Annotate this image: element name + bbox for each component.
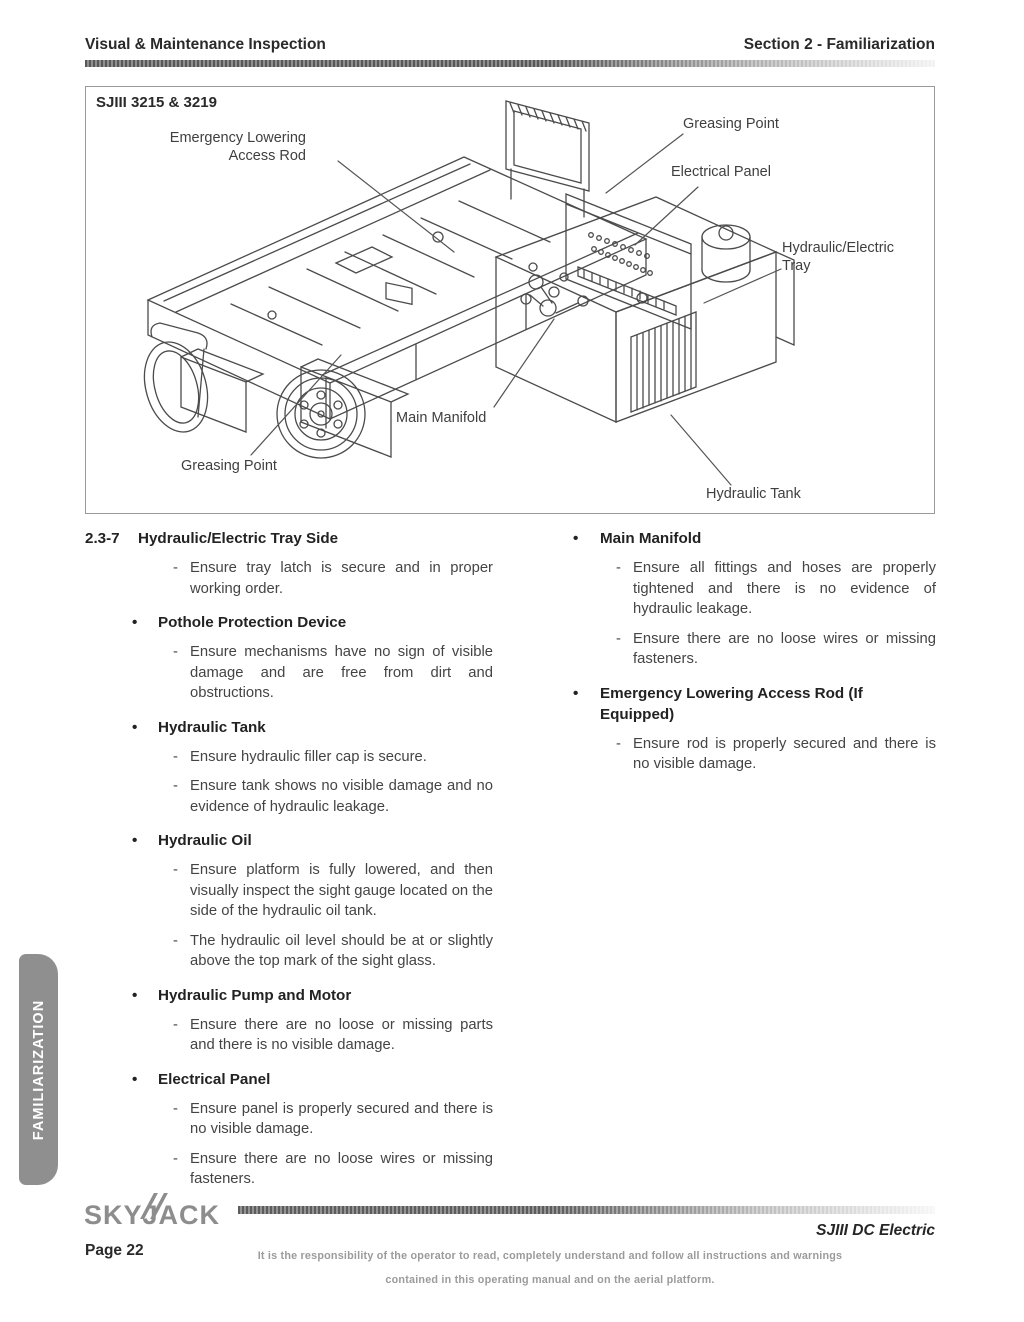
label-hydraulic-tank: Hydraulic Tank — [706, 486, 801, 502]
section-title: Emergency Lowering Access Rod (If Equipp… — [600, 684, 863, 723]
right-column: Main Manifold Ensure all fittings and ho… — [555, 528, 937, 788]
inspection-item: Ensure rod is properly secured and there… — [555, 734, 937, 775]
label-main-manifold: Main Manifold — [396, 410, 487, 426]
inspection-item: Ensure tank shows no visible damage and … — [85, 776, 547, 817]
item-text: Ensure there are no loose wires or missi… — [633, 630, 936, 668]
section-main-manifold: Main Manifold Ensure all fittings and ho… — [555, 528, 937, 670]
dash-marker — [616, 629, 633, 670]
item-text: Ensure tray latch is secure and in prope… — [190, 560, 493, 597]
header-right-title: Section 2 - Familiarization — [743, 36, 935, 53]
model-name: SJIII DC Electric — [816, 1222, 935, 1239]
inspection-item: Ensure mechanisms have no sign of visibl… — [85, 642, 547, 704]
label-electrical-panel: Electrical Panel — [671, 164, 771, 180]
item-text: Ensure there are no loose or missing par… — [190, 1016, 493, 1054]
section-title: Electrical Panel — [158, 1070, 271, 1088]
item-text: Ensure platform is fully lowered, and th… — [190, 862, 493, 919]
item-text: Ensure hydraulic filler cap is secure. — [190, 748, 427, 765]
section-number: 2.3-7 — [85, 530, 120, 547]
label-greasing-point-bottom: Greasing Point — [181, 458, 277, 474]
label-emergency-lowering-access-rod: Emergency Lowering Access Rod — [169, 130, 306, 164]
disclaimer-line-2: contained in this operating manual and o… — [385, 1274, 715, 1286]
scissor-lift-illustration — [143, 100, 795, 486]
item-text: The hydraulic oil level should be at or … — [190, 932, 493, 970]
inspection-item: Ensure tray latch is secure and in prope… — [85, 558, 547, 599]
dash-marker — [616, 558, 633, 620]
familiarization-tab-label: FAMILIARIZATION — [30, 999, 47, 1140]
bullet-marker — [132, 612, 158, 633]
bullet-marker — [132, 830, 158, 851]
page-number: Page 22 — [85, 1242, 144, 1259]
inspection-item: Ensure there are no loose wires or missi… — [85, 1149, 547, 1190]
familiarization-tab: FAMILIARIZATION — [19, 954, 58, 1185]
section-title: Pothole Protection Device — [158, 614, 347, 631]
label-greasing-point-top: Greasing Point — [683, 116, 779, 132]
inspection-item: Ensure platform is fully lowered, and th… — [85, 860, 547, 922]
dash-marker — [616, 734, 633, 775]
figure-box: SJIII 3215 & 3219 Emergency Lowering Acc… — [85, 86, 935, 514]
dash-marker — [173, 860, 190, 922]
section-electrical-panel: Electrical Panel Ensure panel is properl… — [85, 1069, 547, 1190]
header-rule — [85, 60, 935, 67]
footer-rule — [238, 1206, 935, 1214]
section-title: Hydraulic Pump and Motor — [158, 986, 352, 1004]
inspection-item: The hydraulic oil level should be at or … — [85, 931, 547, 972]
section-pothole-protection-device: Pothole Protection Device Ensure mechani… — [85, 612, 547, 704]
bullet-marker — [132, 717, 158, 738]
section-hydraulic-electric-tray-side: 2.3-7 Hydraulic/Electric Tray Side Ensur… — [85, 528, 547, 599]
item-text: Ensure all fittings and hoses are proper… — [633, 560, 936, 617]
item-text: Ensure rod is properly secured and there… — [633, 735, 936, 773]
item-text: Ensure there are no loose wires or missi… — [190, 1150, 493, 1188]
figure-title: SJIII 3215 & 3219 — [96, 94, 217, 111]
section-title: Main Manifold — [600, 530, 702, 547]
dash-marker — [173, 1015, 190, 1056]
item-text: Ensure mechanisms have no sign of visibl… — [190, 644, 493, 701]
inspection-item: Ensure hydraulic filler cap is secure. — [85, 747, 547, 768]
bullet-marker — [132, 1069, 158, 1090]
dash-marker — [173, 642, 190, 704]
left-column: 2.3-7 Hydraulic/Electric Tray Side Ensur… — [85, 528, 547, 1203]
item-text: Ensure tank shows no visible damage and … — [190, 778, 493, 815]
dash-marker — [173, 1149, 190, 1190]
item-text: Ensure panel is properly secured and the… — [190, 1100, 493, 1138]
dash-marker — [173, 558, 190, 599]
section-hydraulic-tank: Hydraulic Tank Ensure hydraulic filler c… — [85, 717, 547, 818]
bullet-marker — [132, 985, 158, 1006]
bullet-marker — [573, 683, 600, 725]
section-title: Hydraulic/Electric Tray Side — [138, 530, 339, 547]
section-emergency-lowering-access-rod: Emergency Lowering Access Rod (If Equipp… — [555, 683, 937, 775]
header-left-title: Visual & Maintenance Inspection — [85, 36, 326, 53]
dash-marker — [173, 776, 190, 817]
inspection-item: Ensure panel is properly secured and the… — [85, 1099, 547, 1140]
section-hydraulic-oil: Hydraulic Oil Ensure platform is fully l… — [85, 830, 547, 972]
inspection-item: Ensure there are no loose wires or missi… — [555, 629, 937, 670]
dash-marker — [173, 747, 190, 768]
bullet-marker — [573, 528, 600, 549]
label-hydraulic-electric-tray: Hydraulic/Electric Tray — [782, 240, 894, 274]
section-title: Hydraulic Tank — [158, 718, 266, 736]
section-hydraulic-pump-and-motor: Hydraulic Pump and Motor Ensure there ar… — [85, 985, 547, 1056]
disclaimer-line-1: It is the responsibility of the operator… — [257, 1250, 843, 1262]
skyjack-logo: SKYJACK — [84, 1193, 220, 1231]
dash-marker — [173, 1099, 190, 1140]
inspection-item: Ensure there are no loose or missing par… — [85, 1015, 547, 1056]
dash-marker — [173, 931, 190, 972]
inspection-item: Ensure all fittings and hoses are proper… — [555, 558, 937, 620]
section-title: Hydraulic Oil — [158, 832, 252, 849]
